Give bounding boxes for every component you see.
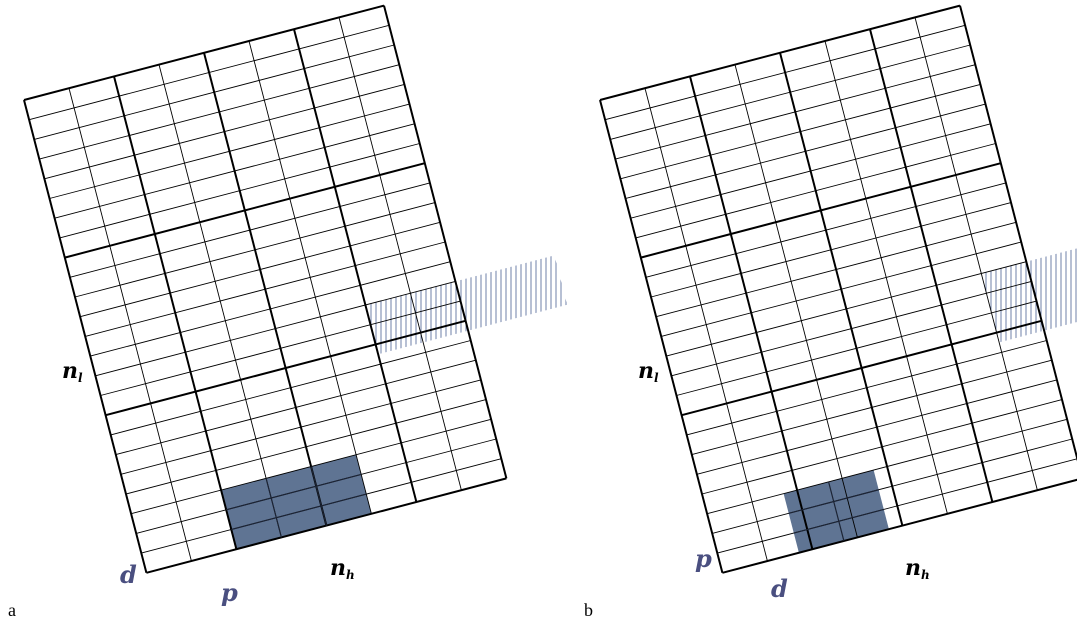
col-line xyxy=(914,17,1038,491)
block-col-line xyxy=(203,52,328,526)
highlight-row-line xyxy=(231,493,367,531)
label-nh-a: nh xyxy=(330,555,355,582)
block-col-line xyxy=(383,5,508,479)
grid-b xyxy=(599,4,1077,574)
label-nh-b: nh xyxy=(905,555,930,582)
highlight-col-line xyxy=(828,481,845,542)
highlight-region xyxy=(221,454,372,550)
grid-a xyxy=(23,4,568,574)
block-col-line xyxy=(293,28,418,503)
highlight-row-line xyxy=(793,508,884,534)
hatched-region xyxy=(981,248,1077,343)
block-col-line xyxy=(959,5,1077,462)
label-d-a: d xyxy=(120,560,137,589)
label-p-b: p xyxy=(695,544,712,573)
col-line xyxy=(338,17,462,491)
highlight-col-line xyxy=(310,466,327,526)
col-line xyxy=(644,88,768,562)
col-line xyxy=(824,40,948,514)
hatched-region xyxy=(365,255,568,355)
panel-b: nl nh p d b xyxy=(584,4,1077,620)
col-line xyxy=(734,64,858,538)
panel-label-a: a xyxy=(8,600,16,620)
highlight-row-line xyxy=(788,489,879,514)
block-row-line xyxy=(722,478,1077,574)
highlight-col-line xyxy=(265,478,282,538)
label-nl-b: nl xyxy=(638,358,659,385)
block-col-line xyxy=(599,99,724,574)
label-d-b: d xyxy=(771,574,788,603)
highlight-row-line xyxy=(226,473,362,511)
block-col-line xyxy=(113,76,238,550)
label-nl-a: nl xyxy=(62,358,83,385)
col-line xyxy=(248,40,372,514)
label-p-a: p xyxy=(221,578,238,607)
panel-a: nl nh d p a xyxy=(8,4,568,620)
col-line xyxy=(158,64,282,538)
panel-label-b: b xyxy=(584,600,593,620)
block-col-line xyxy=(23,99,148,574)
block-col-line xyxy=(779,52,904,526)
col-line xyxy=(68,88,192,562)
block-col-line xyxy=(869,28,994,503)
block-col-line xyxy=(689,76,814,550)
